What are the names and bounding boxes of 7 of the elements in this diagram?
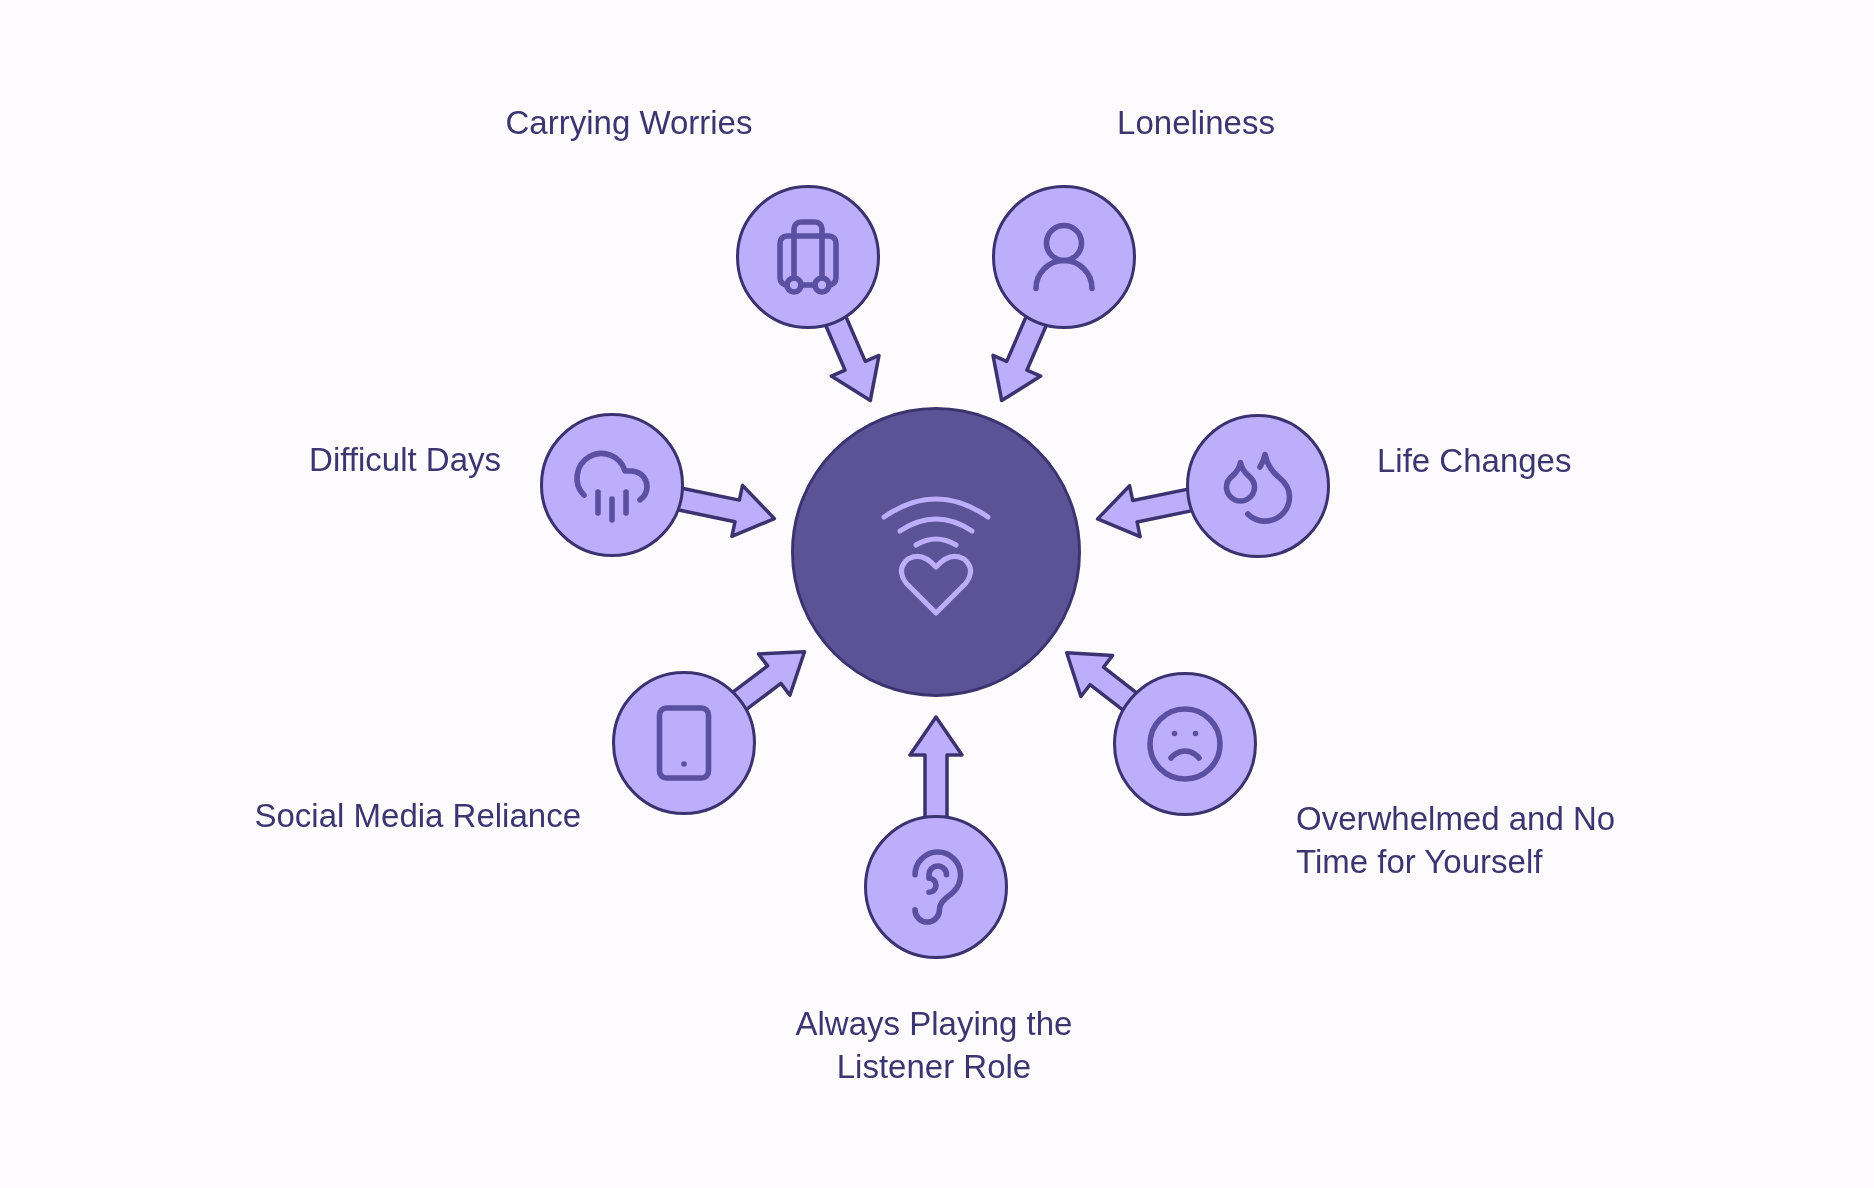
node-label: Loneliness <box>1116 102 1276 143</box>
node-label: Life Changes <box>1377 440 1573 481</box>
node-label: Social Media Reliance <box>253 795 581 836</box>
node-label: Difficult Days <box>308 439 501 480</box>
node-label: Overwhelmed and No Time for Yourself <box>1296 799 1617 882</box>
node-label: Carrying Worries <box>504 102 754 143</box>
node-label: Always Playing the Listener Role <box>794 1004 1074 1087</box>
